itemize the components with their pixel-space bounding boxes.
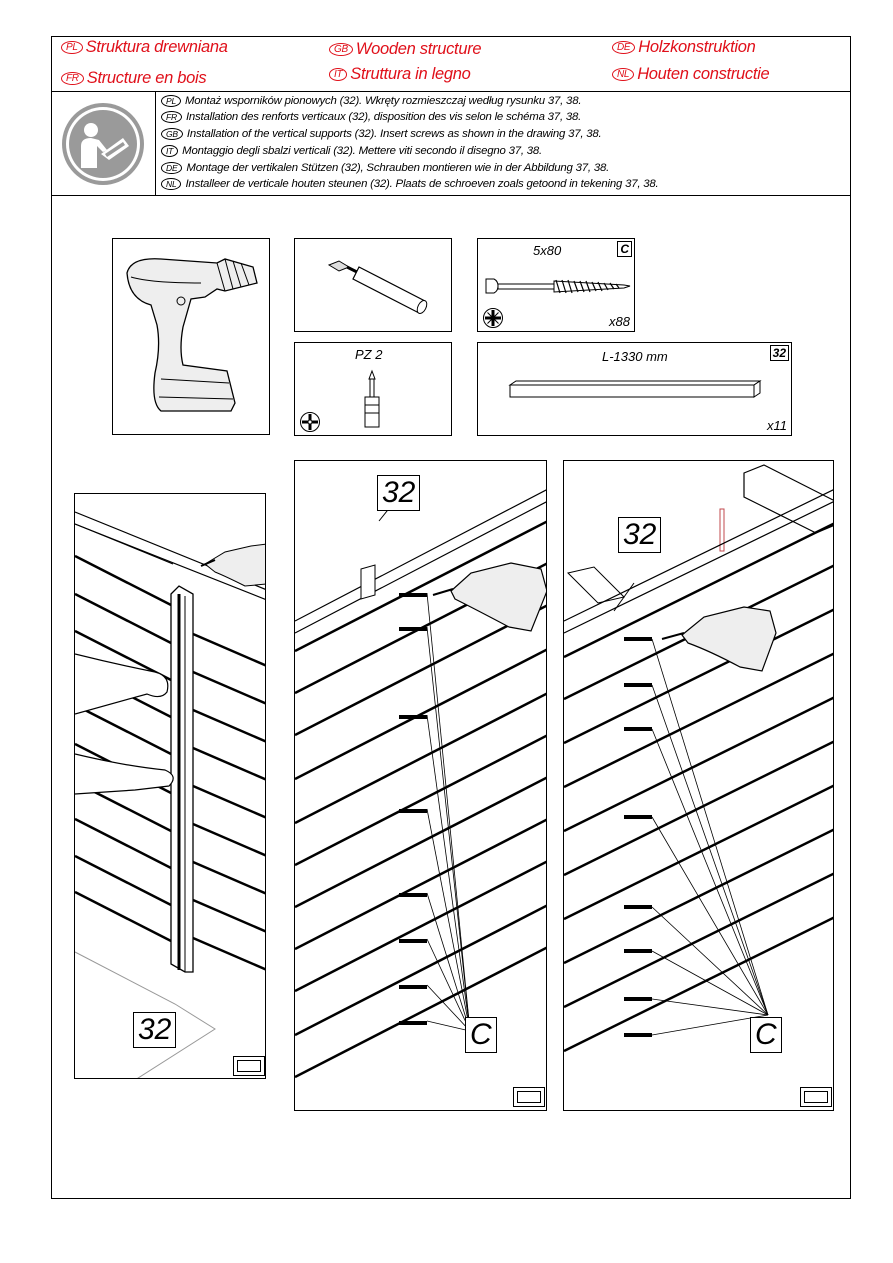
figure-right-drawing xyxy=(564,464,833,1053)
beam-icon xyxy=(508,380,762,398)
figure-right: 32 C xyxy=(563,460,834,1111)
figure-middle-part-callout: 32 xyxy=(377,475,421,511)
beam-qty: x11 xyxy=(767,418,787,433)
screw-size: 5x80 xyxy=(533,243,562,258)
figure-left: 32 xyxy=(74,493,266,1079)
bit-holder-box xyxy=(294,238,452,332)
figure-left-callout: 32 xyxy=(133,1012,177,1048)
bit-label: PZ 2 xyxy=(355,347,383,362)
drill-icon xyxy=(126,258,258,412)
beam-box: L-1330 mm 32 x11 xyxy=(477,342,792,436)
figure-left-drawing xyxy=(75,511,265,1078)
figure-right-part-callout: 32 xyxy=(618,517,662,553)
read-manual-icon xyxy=(62,103,144,185)
beam-tag: 32 xyxy=(769,345,789,361)
screw-box: 5x80 C x88 xyxy=(477,238,635,332)
screw-tag: C xyxy=(617,241,632,257)
drill-box xyxy=(112,238,270,435)
beam-length: L-1330 mm xyxy=(602,349,668,364)
figure-right-number-box xyxy=(800,1087,832,1107)
figure-left-number-box xyxy=(233,1056,265,1076)
figure-middle: 32 C xyxy=(294,460,547,1111)
figure-middle-screw-callout: C xyxy=(465,1017,497,1053)
figure-right-screw-callout: C xyxy=(750,1017,782,1053)
pz-bit-icon xyxy=(364,369,380,428)
bit-holder-icon xyxy=(327,260,428,314)
screw-qty: x88 xyxy=(609,314,630,329)
figure-middle-number-box xyxy=(513,1087,545,1107)
screw-icon xyxy=(485,278,631,294)
pozidriv-head-icon xyxy=(300,412,320,432)
phillips-head-icon xyxy=(483,308,503,328)
figure-middle-drawing xyxy=(295,489,546,1079)
page-frame xyxy=(51,36,851,1199)
pz-bit-box: PZ 2 xyxy=(294,342,452,436)
